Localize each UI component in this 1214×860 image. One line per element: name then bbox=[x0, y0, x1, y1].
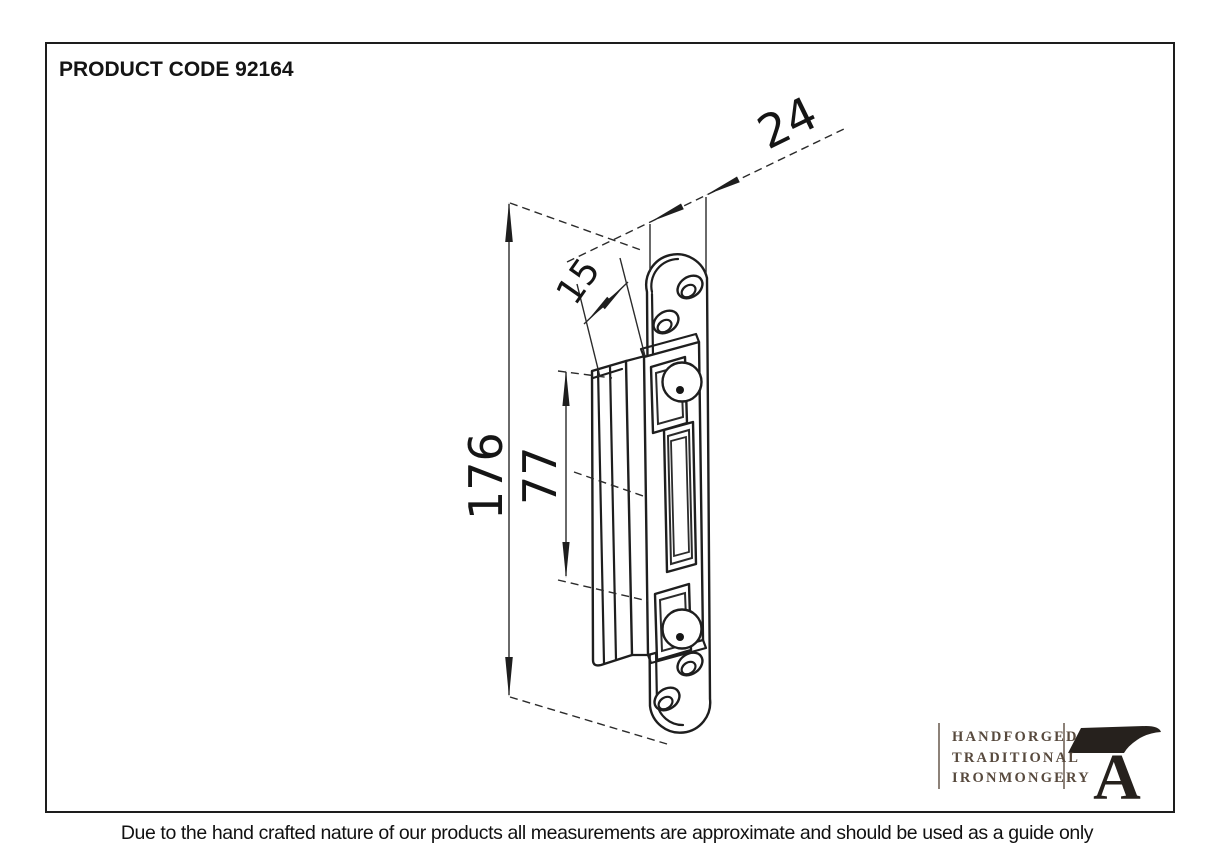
lip-to-keep-top bbox=[624, 354, 647, 363]
arrowhead bbox=[505, 202, 513, 242]
dimension-keep-height: 77 bbox=[513, 370, 649, 602]
lip-line-1 bbox=[596, 367, 606, 665]
keep-block-top-edge bbox=[639, 332, 701, 359]
top-screw-dot bbox=[676, 386, 684, 394]
dim-label-77: 77 bbox=[513, 446, 567, 505]
screw-hole bbox=[676, 651, 704, 677]
dimension-lip-depth: 15 bbox=[549, 251, 646, 378]
latch-slot-inner bbox=[670, 435, 690, 558]
arrowhead bbox=[505, 657, 513, 697]
dim-label-24: 24 bbox=[749, 86, 825, 160]
plate-edge-top-arc bbox=[650, 257, 680, 294]
screw-hole bbox=[676, 274, 704, 300]
screw-hole bbox=[653, 686, 681, 712]
anvil-icon: A bbox=[1068, 726, 1161, 814]
arrowhead bbox=[600, 286, 624, 310]
arrowhead bbox=[562, 542, 570, 578]
top-boss bbox=[661, 361, 703, 403]
brand-line-2: TRADITIONAL bbox=[952, 749, 1081, 766]
bottom-screw-dot bbox=[676, 633, 684, 641]
brand-block: HANDFORGED TRADITIONAL IRONMONGERY bbox=[930, 715, 1175, 813]
brand-divider-rule bbox=[1063, 723, 1065, 789]
svg-text:A: A bbox=[1093, 741, 1141, 814]
strike-plate-drawing bbox=[590, 252, 712, 734]
dimension-plate-width: 24 bbox=[566, 86, 847, 274]
product-code-label: PRODUCT CODE 92164 bbox=[59, 58, 294, 81]
dim-label-176: 176 bbox=[459, 432, 513, 520]
lip-line-2 bbox=[608, 364, 618, 662]
brand-line-3: IRONMONGERY bbox=[952, 770, 1091, 786]
latch-slot-mid bbox=[666, 428, 694, 566]
brand-line-1: HANDFORGED bbox=[952, 729, 1079, 745]
arrowhead bbox=[706, 176, 740, 195]
dimension-overall-height: 176 bbox=[459, 202, 668, 745]
drawing-border bbox=[45, 42, 1175, 813]
keep-block-bottom-edge bbox=[646, 638, 708, 665]
brand-wordmark: HANDFORGED TRADITIONAL IRONMONGERY bbox=[952, 727, 1091, 789]
arrowhead bbox=[562, 370, 570, 406]
dim-label-15: 15 bbox=[549, 251, 609, 312]
bottom-boss bbox=[661, 608, 703, 650]
brand-left-rule bbox=[938, 723, 940, 789]
disclaimer-text: Due to the hand crafted nature of our pr… bbox=[120, 822, 1094, 844]
screw-hole bbox=[652, 309, 680, 335]
arrowhead bbox=[650, 203, 684, 222]
